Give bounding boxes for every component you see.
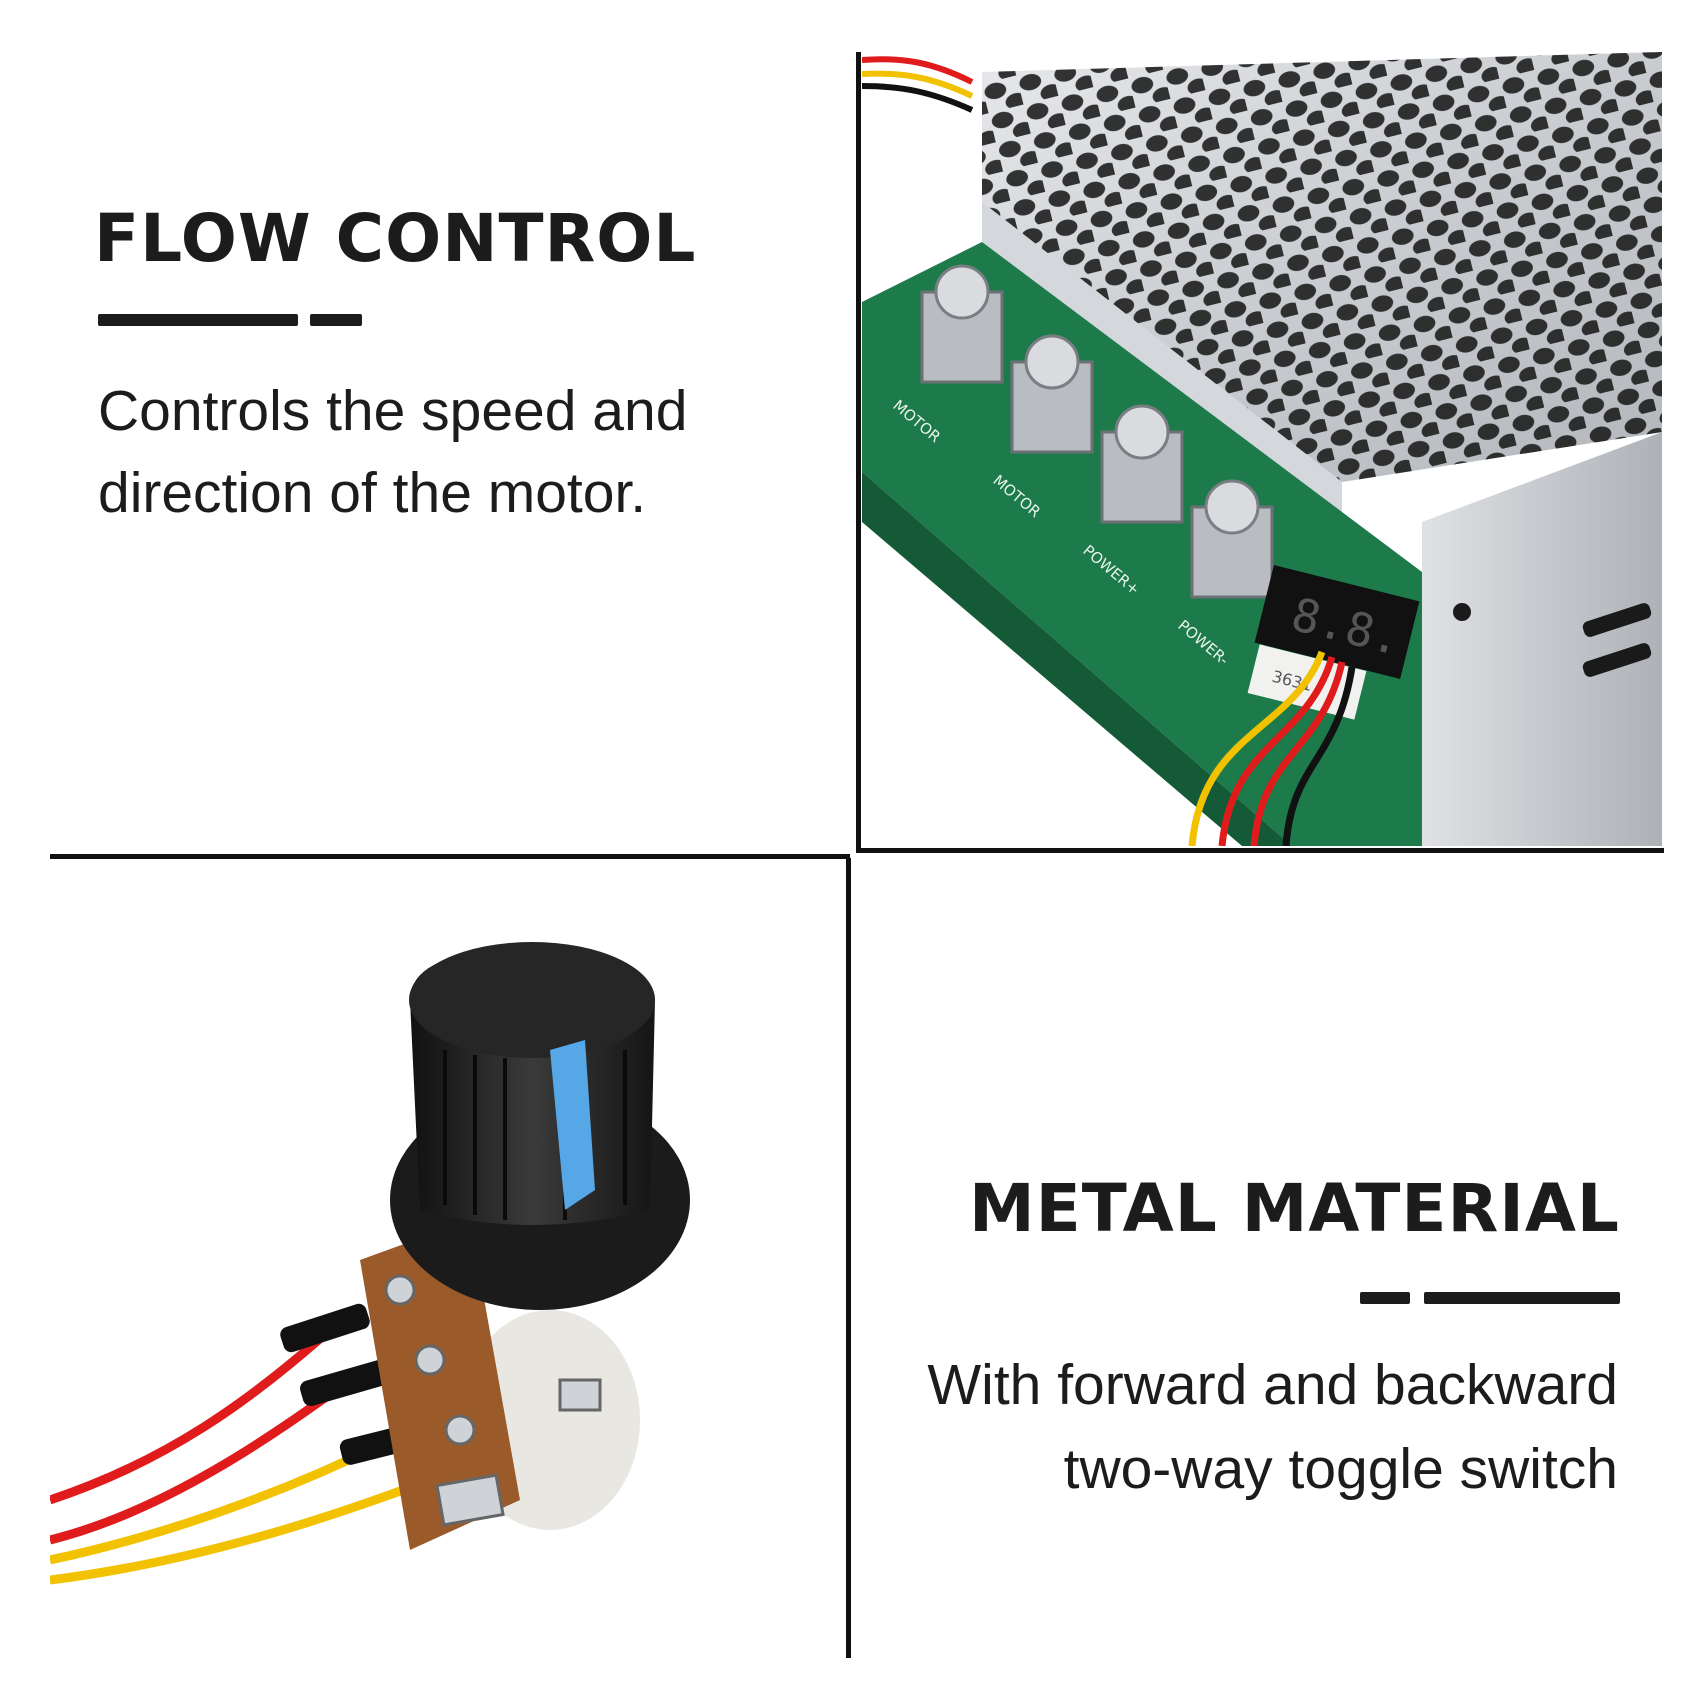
metal-material-line-1: With forward and backward bbox=[927, 1353, 1618, 1417]
metal-material-line-2: two-way toggle switch bbox=[1063, 1437, 1618, 1501]
horizontal-divider bbox=[50, 854, 850, 859]
terminal-block-3 bbox=[1100, 404, 1184, 524]
potentiometer-knob-photo bbox=[50, 860, 844, 1658]
flow-control-heading: FLOW CONTROL bbox=[94, 200, 697, 277]
flow-control-line-1: Controls the speed and bbox=[98, 379, 688, 443]
terminal-block-2 bbox=[1010, 334, 1094, 454]
horizontal-divider-right bbox=[856, 848, 1664, 853]
vertical-divider-bottom bbox=[846, 858, 851, 1658]
knob-illustration bbox=[50, 942, 690, 1585]
heading-underline-short bbox=[310, 314, 362, 326]
controller-board-photo: MOTOR MOTOR POWER+ POWER- 8.8. 3631 bbox=[862, 52, 1662, 846]
heading-underline-long bbox=[1424, 1292, 1620, 1304]
terminal-block-4 bbox=[1190, 479, 1274, 599]
vertical-divider-top bbox=[856, 52, 861, 850]
metal-material-heading: METAL MATERIAL bbox=[968, 1170, 1620, 1247]
heading-underline-long bbox=[98, 314, 298, 326]
flow-control-line-2: direction of the motor. bbox=[98, 461, 647, 525]
terminal-block-1 bbox=[920, 264, 1004, 384]
controller-board-illustration: MOTOR MOTOR POWER+ POWER- 8.8. 3631 bbox=[862, 52, 1662, 846]
heading-underline-short bbox=[1360, 1292, 1410, 1304]
